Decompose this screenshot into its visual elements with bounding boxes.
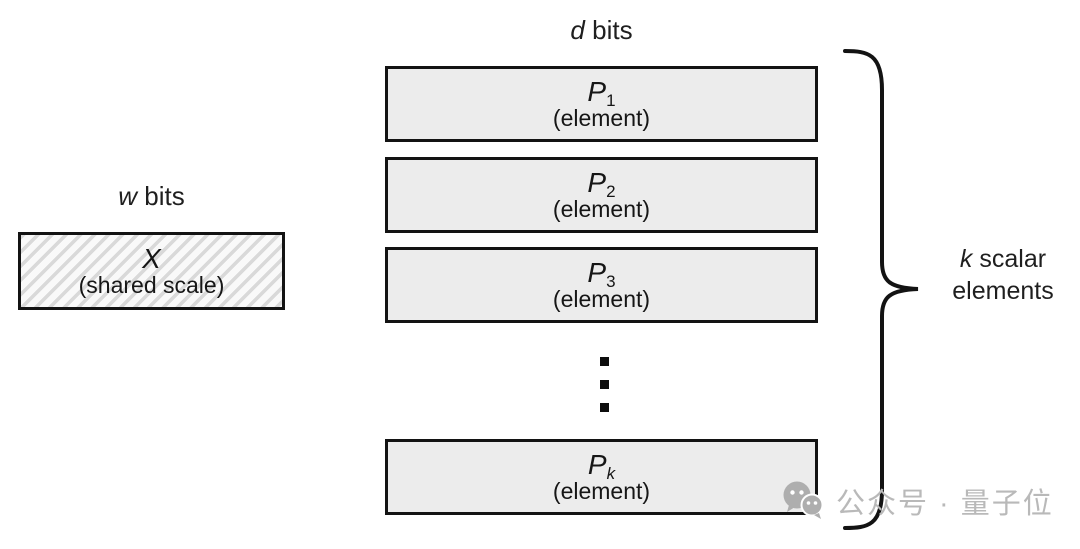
element-p2-caption: (element) (552, 195, 651, 222)
shared-scale-title: X (142, 242, 161, 274)
ellipsis-dot (600, 403, 609, 412)
element-p3-title: P3 (587, 256, 616, 291)
watermark: 公众号 · 量子位 (781, 480, 1054, 522)
brace-label-line1: k scalar (959, 245, 1047, 273)
curly-brace (843, 49, 919, 530)
element-p3-caption: (element) (552, 285, 651, 312)
element-pk-caption: (element) (552, 477, 651, 504)
d-bits-label: d bits (385, 15, 818, 46)
element-pk-title: Pk (587, 448, 616, 483)
element-block-p3: P3 (element) (385, 247, 818, 323)
w-bits-unit: bits (137, 181, 185, 211)
element-p1-title: P1 (587, 75, 616, 110)
element-pk-subscript: k (606, 463, 616, 483)
element-p1-caption: (element) (552, 104, 651, 131)
element-p2-title: P2 (587, 166, 616, 201)
k-scalar-elements-label: k scalar elements (928, 243, 1078, 307)
element-p2-subscript: 2 (606, 181, 616, 201)
w-bits-variable: w (118, 181, 138, 211)
shared-scale-block: X (shared scale) (18, 232, 285, 310)
vertical-ellipsis (600, 357, 609, 412)
ellipsis-dot (600, 380, 609, 389)
brace-label-line2: elements (952, 277, 1054, 305)
shared-scale-caption: (shared scale) (78, 271, 225, 298)
element-block-p2: P2 (element) (385, 157, 818, 233)
wechat-icon (783, 481, 824, 519)
element-p3-subscript: 3 (606, 271, 616, 291)
d-bits-variable: d (570, 15, 585, 45)
ellipsis-dot (600, 357, 609, 366)
d-bits-unit: bits (584, 15, 633, 45)
element-block-pk: Pk (element) (385, 439, 818, 515)
element-p1-subscript: 1 (606, 90, 616, 110)
w-bits-label: w bits (18, 181, 285, 212)
element-block-p1: P1 (element) (385, 66, 818, 142)
watermark-text: 公众号 · 量子位 (836, 488, 1054, 520)
